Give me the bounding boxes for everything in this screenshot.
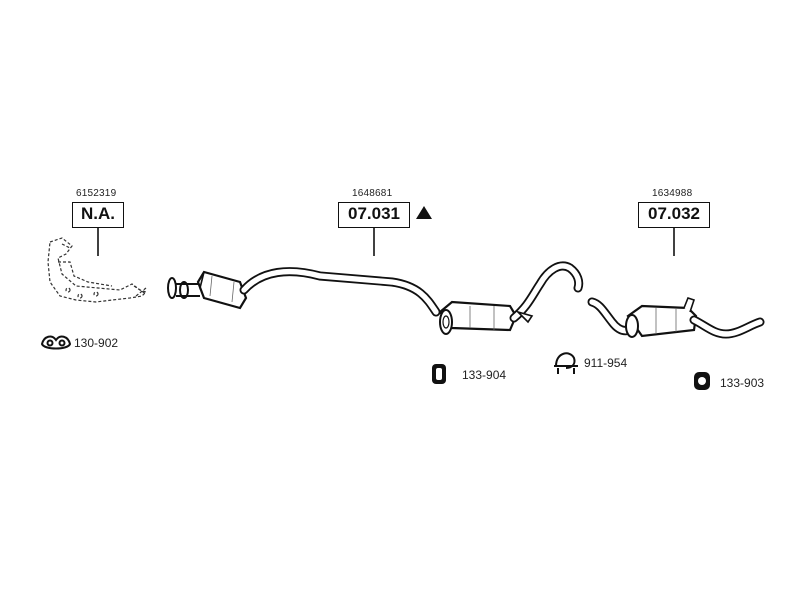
accessory-part-number-mount-center[interactable]: 133-904 bbox=[462, 368, 507, 382]
accessory-part-number-gasket[interactable]: 130-902 bbox=[74, 336, 119, 350]
clamp-icon bbox=[554, 352, 578, 374]
part-label-center-pipe[interactable]: 07.031 bbox=[338, 202, 410, 228]
gasket-icon bbox=[40, 335, 72, 350]
rear-silencer-07032-icon bbox=[587, 297, 765, 339]
part-label-rear-silencer[interactable]: 07.032 bbox=[638, 202, 710, 228]
rubber-mount-icon bbox=[432, 364, 446, 384]
oe-number-front-pipe: 6152319 bbox=[76, 188, 117, 199]
part-label-front-pipe[interactable]: N.A. bbox=[72, 202, 124, 228]
front-pipe-icon bbox=[47, 237, 148, 303]
oe-number-rear-silencer: 1634988 bbox=[652, 188, 693, 199]
warning-triangle-icon bbox=[416, 206, 432, 219]
accessory-part-number-clamp[interactable]: 911-954 bbox=[584, 356, 628, 370]
center-pipe-07031-icon bbox=[167, 261, 584, 335]
rubber-mount-icon bbox=[694, 372, 710, 390]
accessory-part-number-mount-rear[interactable]: 133-903 bbox=[720, 376, 765, 390]
oe-number-center-pipe: 1648681 bbox=[352, 188, 393, 199]
